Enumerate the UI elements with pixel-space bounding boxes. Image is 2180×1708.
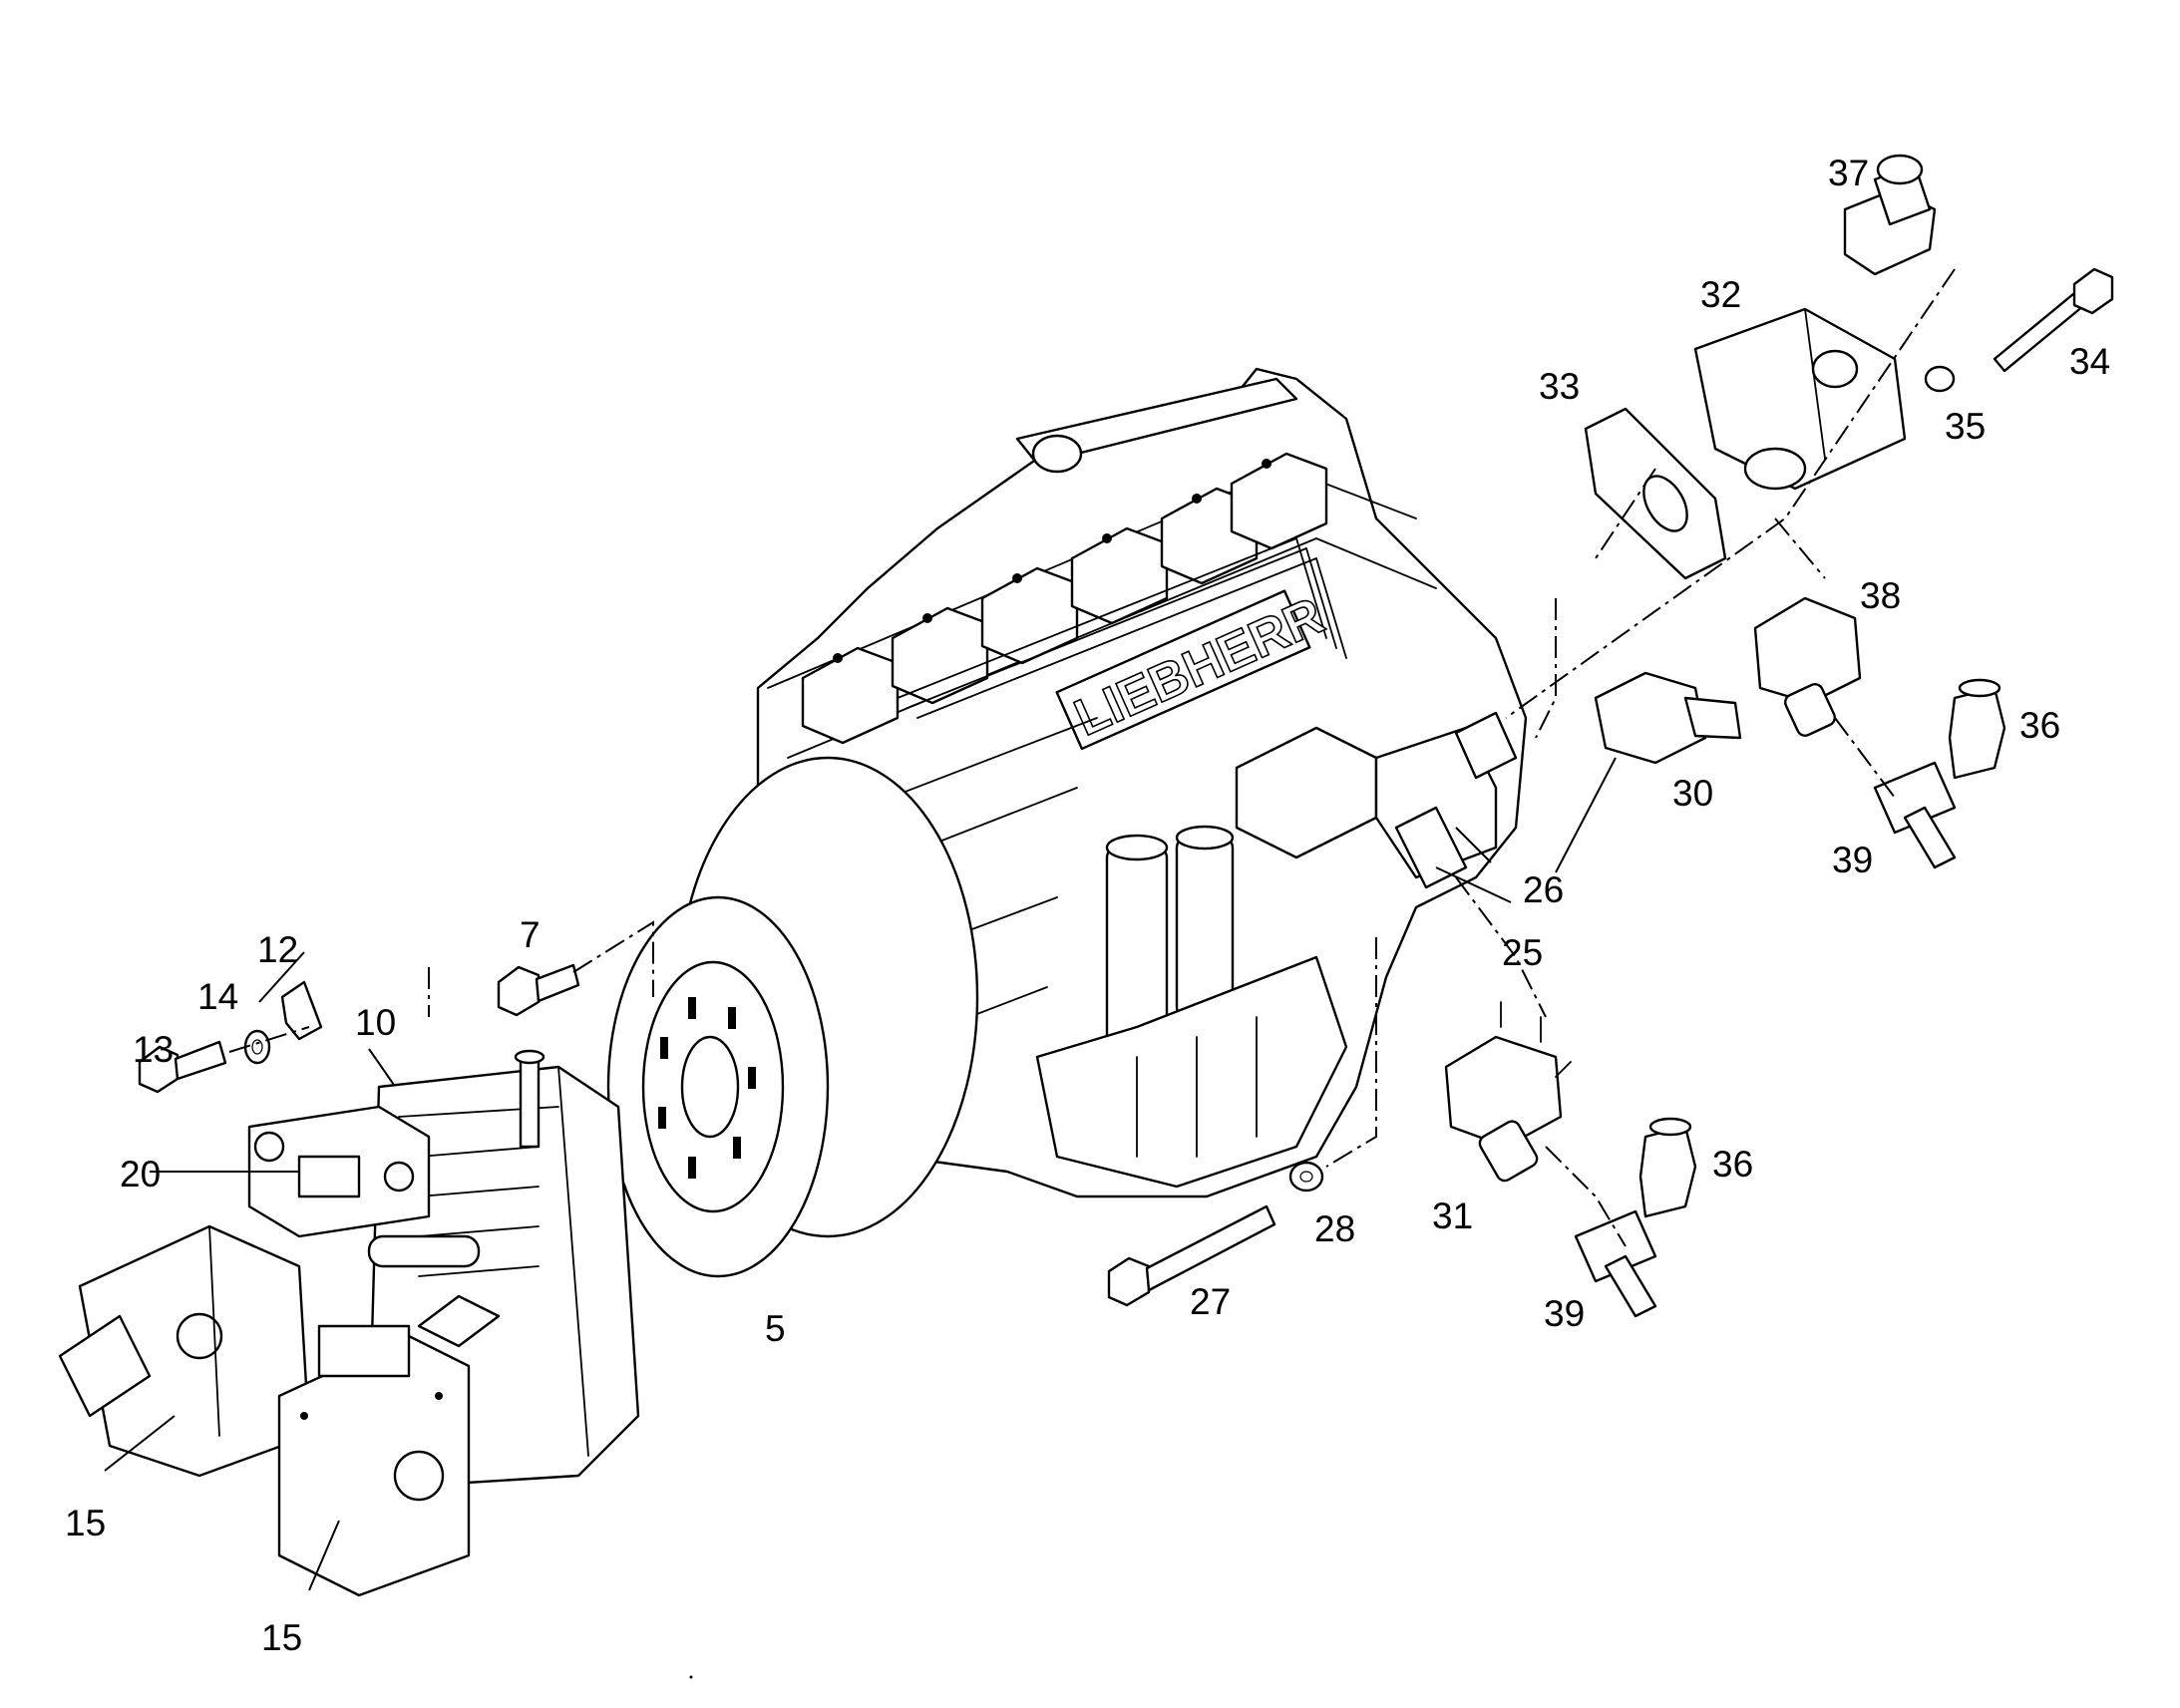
callout-13: 13 — [133, 1029, 174, 1070]
callout-28: 28 — [1314, 1208, 1355, 1249]
part-26 — [1454, 711, 1518, 780]
callout-36-upper: 36 — [2019, 705, 2060, 746]
tee-fitting-39-upper — [1873, 761, 1957, 869]
callout-38: 38 — [1860, 575, 1901, 616]
callout-14: 14 — [197, 976, 238, 1017]
hydraulic-pump-assembly — [58, 1049, 640, 1597]
gear-pump-32 — [1693, 307, 1907, 491]
callout-26: 26 — [1523, 869, 1564, 910]
callout-31: 31 — [1432, 1196, 1473, 1236]
oil-filters — [1105, 825, 1235, 1059]
callout-37: 37 — [1828, 153, 1869, 193]
elbow-30 — [1594, 671, 1742, 765]
callout-20: 20 — [120, 1154, 161, 1195]
fitting-37 — [1843, 154, 1937, 276]
leader-lines — [104, 757, 1617, 1591]
bolt-34 — [1993, 267, 2114, 373]
callout-35: 35 — [1945, 406, 1986, 447]
bracket-12 — [280, 980, 323, 1041]
washer-14 — [243, 1029, 271, 1065]
bolt-13 — [138, 1040, 227, 1094]
callout-5: 5 — [765, 1308, 786, 1349]
valve-covers — [801, 452, 1328, 745]
diesel-engine: LIEBHERR — [676, 367, 1528, 1238]
flange-38 — [1753, 596, 1862, 737]
callout-12: 12 — [257, 929, 298, 970]
adapter-plate-33 — [1584, 407, 1727, 580]
fitting-36-upper — [1948, 678, 2006, 780]
bolt-27 — [1107, 1204, 1276, 1307]
callout-33: 33 — [1539, 366, 1580, 407]
callout-32: 32 — [1700, 274, 1741, 315]
flange-31 — [1444, 1001, 1572, 1183]
tee-fitting-39-lower — [1574, 1209, 1657, 1318]
callout-7: 7 — [520, 914, 541, 955]
callout-36-lower: 36 — [1712, 1144, 1753, 1185]
callout-25: 25 — [1502, 932, 1543, 973]
callout-30: 30 — [1672, 773, 1713, 814]
washer-35 — [1924, 365, 1956, 393]
callout-10: 10 — [355, 1002, 396, 1043]
callout-39-upper: 39 — [1832, 840, 1873, 880]
fitting-36-lower — [1638, 1117, 1697, 1218]
bolt-7 — [497, 963, 580, 1017]
assembly-axes — [228, 268, 1956, 1247]
callout-15-lower: 15 — [261, 1617, 302, 1658]
part-25 — [1394, 806, 1468, 889]
callout-labels: 37 32 34 33 35 38 36 30 39 26 25 12 7 14… — [65, 153, 2110, 1658]
washer-28 — [1288, 1161, 1324, 1193]
flywheel-coupling — [606, 895, 830, 1278]
callout-27: 27 — [1190, 1281, 1231, 1322]
callout-15-upper: 15 — [65, 1503, 106, 1543]
callout-39-lower: 39 — [1544, 1293, 1585, 1334]
callout-34: 34 — [2069, 341, 2110, 382]
